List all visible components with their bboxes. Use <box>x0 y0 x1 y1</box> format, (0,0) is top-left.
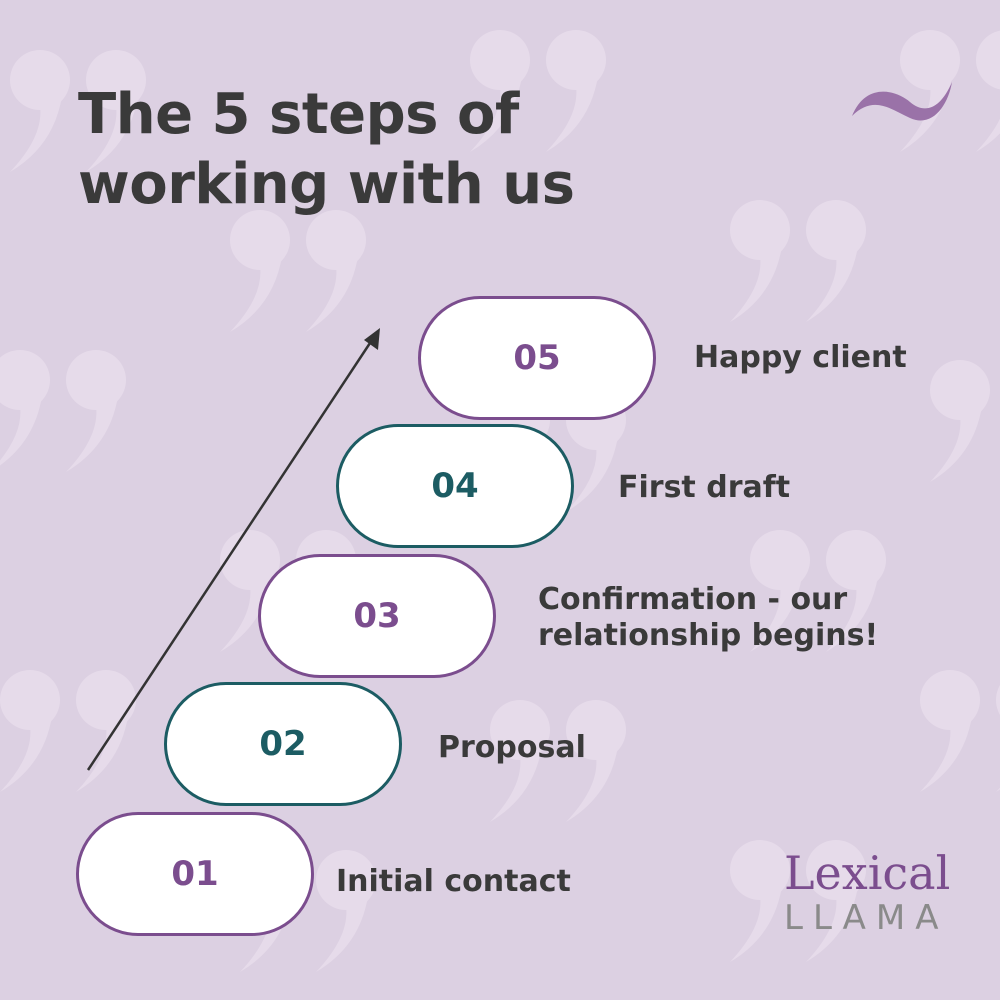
logo-wordmark-top: Lexical <box>784 846 951 900</box>
step-04-pill: 04 <box>336 424 574 548</box>
step-03-pill: 03 <box>258 554 496 678</box>
step-05-pill: 05 <box>418 296 656 420</box>
step-04-label: First draft <box>618 470 791 505</box>
title-line-2: working with us <box>78 152 575 217</box>
logo-wordmark-bottom: LLAMA <box>784 898 949 938</box>
page-title: The 5 steps of working with us <box>78 80 718 220</box>
step-02-label: Proposal <box>438 730 586 765</box>
step-03-number: 03 <box>353 596 401 636</box>
step-02-pill: 02 <box>164 682 402 806</box>
step-01-number: 01 <box>171 854 219 894</box>
brand-logo: Lexical LLAMA <box>784 848 964 938</box>
step-03-label: Confirmation - our relationship begins! <box>538 582 879 653</box>
tilde-decoration-icon <box>852 82 952 121</box>
step-05-label: Happy client <box>694 340 907 375</box>
step-01-label: Initial contact <box>336 864 571 899</box>
step-02-number: 02 <box>259 724 307 764</box>
step-04-number: 04 <box>431 466 479 506</box>
title-line-1: The 5 steps of <box>78 82 519 147</box>
step-01-pill: 01 <box>76 812 314 936</box>
step-05-number: 05 <box>513 338 561 378</box>
